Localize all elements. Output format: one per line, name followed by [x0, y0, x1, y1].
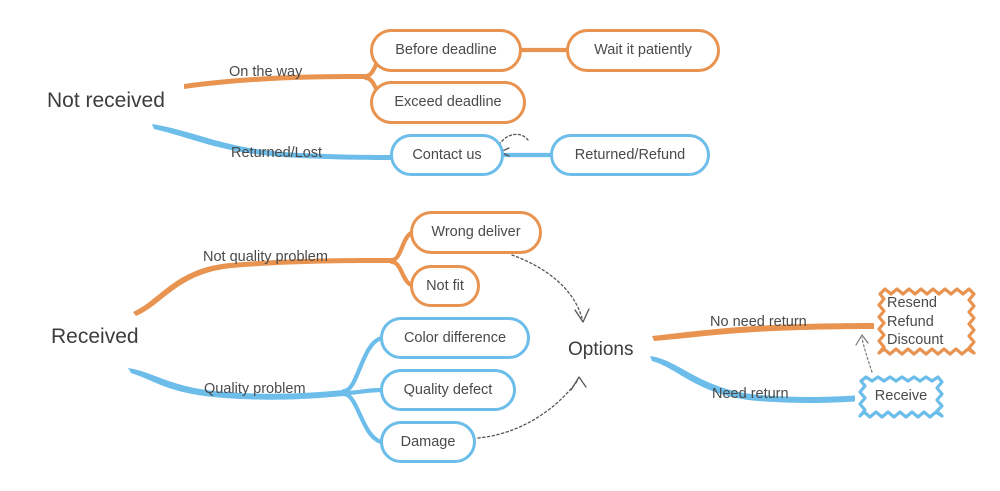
- arrowhead-damage-to-options: [570, 376, 587, 391]
- arrow-receive-to-resend: [861, 337, 873, 373]
- node-label: Receive: [874, 388, 928, 405]
- node-label: Contact us: [412, 146, 482, 163]
- wire-damage: [341, 391, 385, 445]
- node-line-resend: Resend: [887, 295, 937, 312]
- node-contact-us[interactable]: Contact us: [390, 134, 504, 176]
- root-label-not-received[interactable]: Not received: [47, 89, 165, 112]
- node-line-discount: Discount: [887, 332, 944, 349]
- node-exceed-deadline[interactable]: Exceed deadline: [370, 81, 526, 124]
- node-label: Wait it patiently: [594, 42, 692, 59]
- arrow-wrong-deliver-to-options: [511, 254, 583, 319]
- branch-label-on-the-way[interactable]: On the way: [229, 64, 303, 80]
- wire-quality-defect: [341, 387, 385, 396]
- node-resolution-options[interactable]: Resend Refund Discount: [874, 285, 980, 359]
- wire-not-quality-problem: [133, 258, 393, 316]
- branch-label-no-need-return[interactable]: No need return: [710, 314, 807, 330]
- branch-label-returned-lost[interactable]: Returned/Lost: [231, 145, 323, 161]
- node-wait-patiently[interactable]: Wait it patiently: [566, 29, 720, 72]
- node-label: Before deadline: [395, 42, 497, 59]
- node-label: Exceed deadline: [394, 94, 502, 111]
- arrowhead-wrong-deliver-to-options: [574, 308, 590, 323]
- node-label: Wrong deliver: [431, 224, 521, 241]
- branch-label-not-quality-problem[interactable]: Not quality problem: [203, 249, 328, 265]
- branch-label-need-return[interactable]: Need return: [712, 386, 789, 402]
- node-label: Not fit: [426, 277, 464, 294]
- node-returned-refund[interactable]: Returned/Refund: [550, 134, 710, 176]
- node-label: Quality defect: [403, 381, 493, 398]
- arrowhead-receive-to-resend: [855, 334, 869, 346]
- wire-color-difference: [341, 335, 385, 394]
- node-label: Damage: [400, 433, 456, 450]
- node-quality-defect[interactable]: Quality defect: [380, 369, 516, 411]
- node-receive[interactable]: Receive: [855, 373, 947, 420]
- node-label: Color difference: [403, 329, 507, 346]
- hub-label-options[interactable]: Options: [568, 339, 634, 360]
- node-color-difference[interactable]: Color difference: [380, 317, 530, 359]
- node-before-deadline[interactable]: Before deadline: [370, 29, 522, 72]
- node-label: Returned/Refund: [574, 146, 686, 163]
- node-not-fit[interactable]: Not fit: [410, 265, 480, 307]
- branch-label-quality-problem[interactable]: Quality problem: [204, 381, 306, 397]
- node-line-refund: Refund: [887, 313, 934, 330]
- node-damage[interactable]: Damage: [380, 421, 476, 463]
- root-label-received[interactable]: Received: [51, 325, 139, 348]
- node-wrong-deliver[interactable]: Wrong deliver: [410, 211, 542, 254]
